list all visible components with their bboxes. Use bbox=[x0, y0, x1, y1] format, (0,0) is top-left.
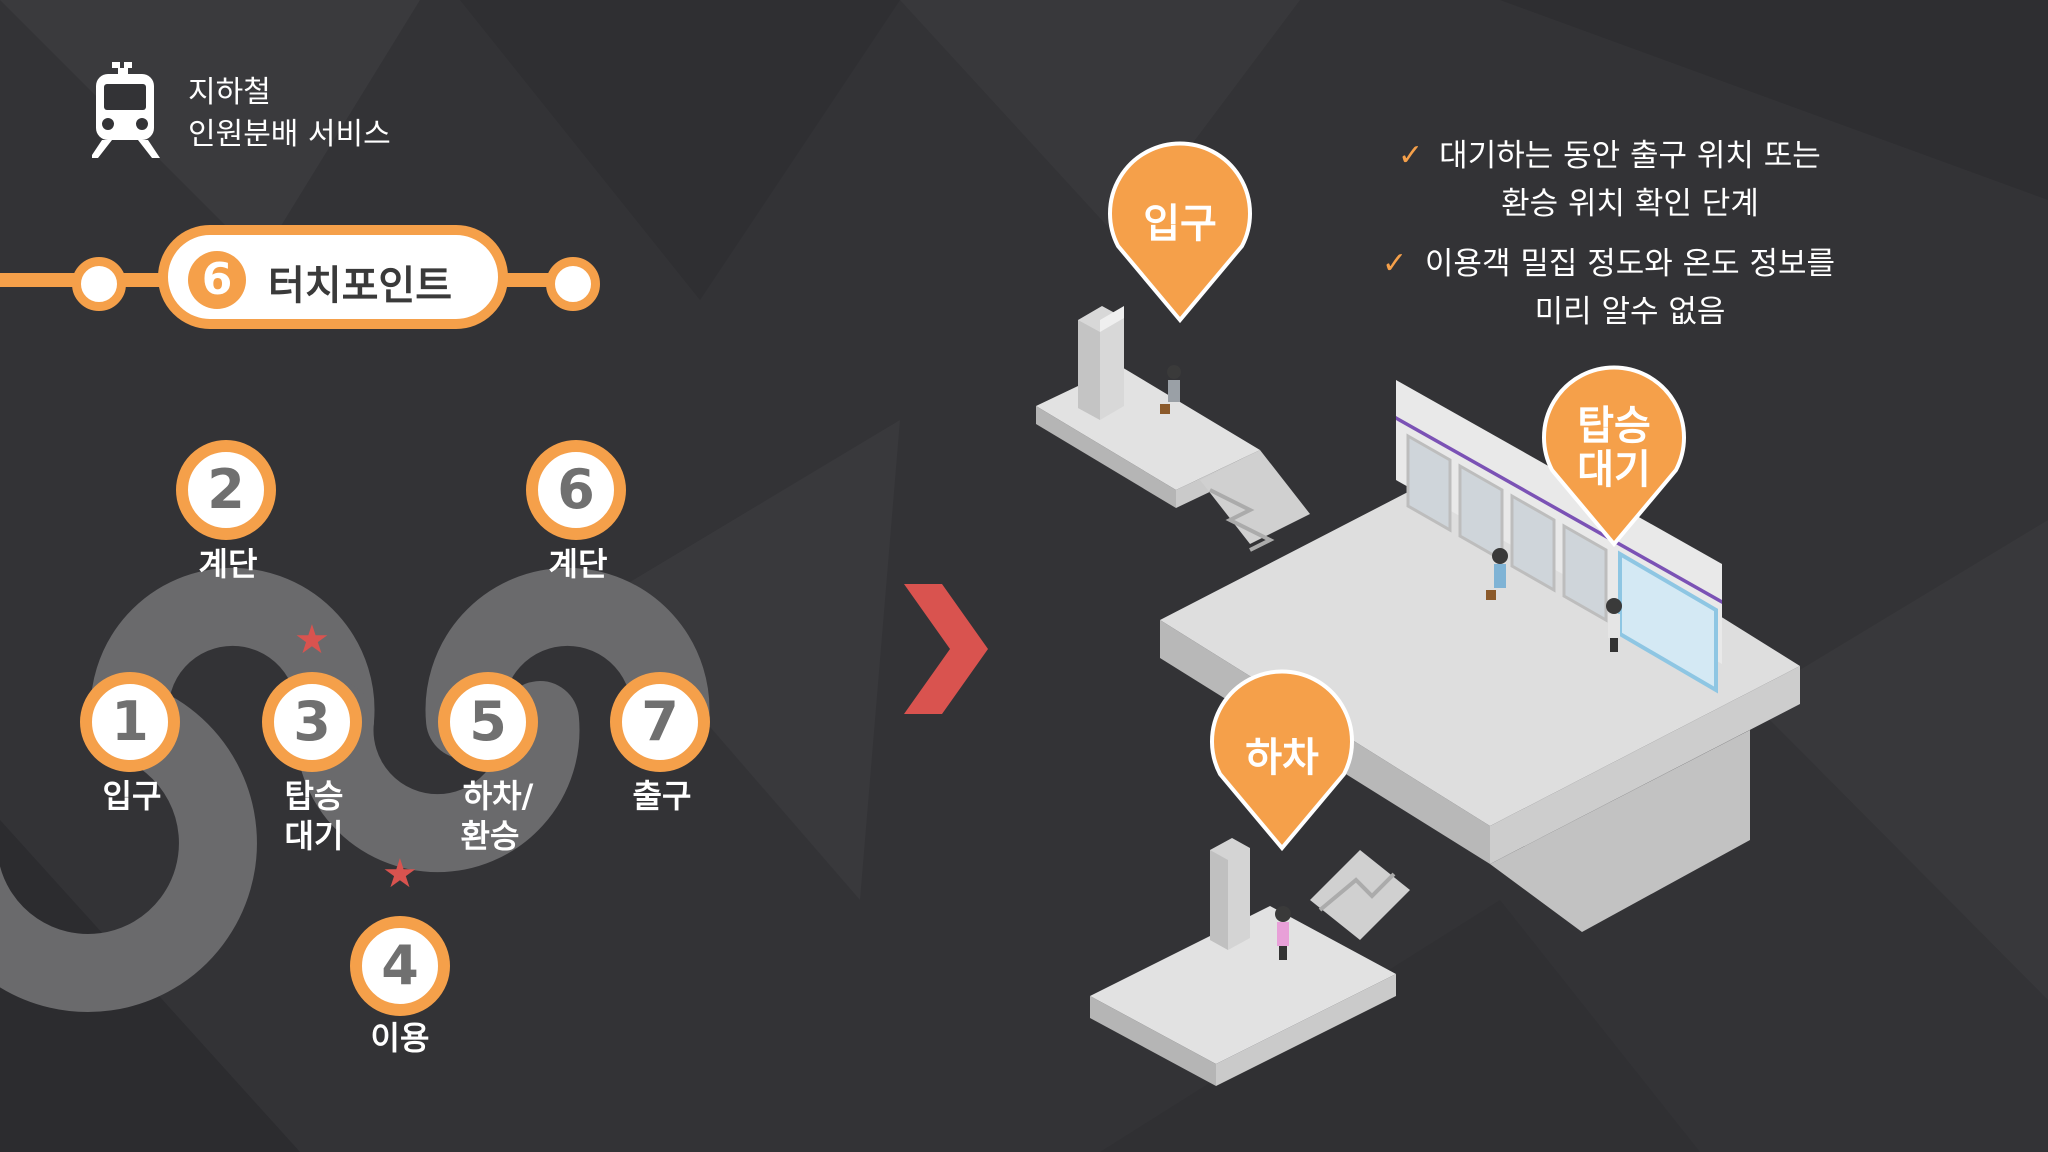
step-label-4: 이용 bbox=[370, 1019, 430, 1057]
check-icon: ✓ bbox=[1398, 138, 1424, 173]
step-circle-5: 5 bbox=[438, 672, 538, 772]
brand-header: 지하철 인원분배 서비스 bbox=[92, 62, 472, 162]
person-icon bbox=[1606, 598, 1622, 652]
step-circle-3: 3 bbox=[262, 672, 362, 772]
step-circle-6: 6 bbox=[526, 440, 626, 540]
star-icon: ★ bbox=[294, 617, 330, 663]
brand-title-line1: 지하철 bbox=[188, 75, 271, 110]
touchpoint-title: 터치포인트 bbox=[268, 263, 452, 309]
journey-flow: 1 입구 2 계단 3 탑승 대기 4 이용 5 하차/ 환승 6 계단 7 출… bbox=[0, 420, 780, 1080]
connector-dot bbox=[546, 257, 600, 311]
boarding-pin-label-line1: 탑승 bbox=[1577, 403, 1651, 449]
step-circle-2: 2 bbox=[176, 440, 276, 540]
step-label-5-line2: 환승 bbox=[460, 817, 520, 855]
entrance-pin bbox=[1108, 141, 1252, 324]
step-label-7: 출구 bbox=[632, 777, 692, 815]
person-icon bbox=[1486, 548, 1508, 600]
chevron-right-icon bbox=[904, 584, 988, 714]
step-circle-4: 4 bbox=[350, 916, 450, 1016]
flow-path bbox=[0, 567, 710, 1012]
alight-pin-label: 하차 bbox=[1245, 735, 1319, 781]
boarding-pin bbox=[1542, 365, 1686, 548]
alight-pin bbox=[1210, 669, 1354, 852]
step-circle-1: 1 bbox=[80, 672, 180, 772]
note-1-line2: 환승 위치 확인 단계 bbox=[1501, 186, 1759, 222]
step-label-2: 계단 bbox=[198, 545, 258, 583]
note-2-line2: 미리 알수 없음 bbox=[1534, 294, 1726, 330]
step-circle-7: 7 bbox=[610, 672, 710, 772]
person-icon bbox=[1160, 365, 1181, 414]
exit-platform bbox=[1090, 838, 1410, 1086]
insight-notes: ✓ 대기하는 동안 출구 위치 또는 환승 위치 확인 단계 ✓ 이용객 밀집 … bbox=[1370, 132, 1890, 336]
boarding-pin-label-line2: 대기 bbox=[1577, 447, 1651, 493]
touchpoint-number: 6 bbox=[188, 251, 246, 309]
person-icon bbox=[1275, 906, 1291, 960]
main-platform bbox=[1160, 380, 1800, 932]
train-icon bbox=[92, 62, 160, 158]
touchpoint-pill: 6 터치포인트 bbox=[158, 225, 508, 329]
step-label-1: 입구 bbox=[102, 777, 162, 815]
note-1-line1: 대기하는 동안 출구 위치 또는 bbox=[1439, 138, 1821, 174]
step-label-6: 계단 bbox=[548, 545, 608, 583]
touchpoint-header: 6 터치포인트 bbox=[0, 220, 610, 340]
note-1: ✓ 대기하는 동안 출구 위치 또는 환승 위치 확인 단계 bbox=[1370, 132, 1890, 228]
star-icon: ★ bbox=[382, 851, 418, 897]
step-label-3-line1: 탑승 bbox=[284, 777, 344, 815]
note-2-line1: 이용객 밀집 정도와 온도 정보를 bbox=[1424, 246, 1836, 282]
entrance-pin-label: 입구 bbox=[1143, 201, 1217, 247]
connector-dot bbox=[72, 257, 126, 311]
stairs bbox=[1200, 450, 1310, 552]
station-illustration bbox=[1036, 141, 1800, 1086]
note-2: ✓ 이용객 밀집 정도와 온도 정보를 미리 알수 없음 bbox=[1370, 240, 1890, 336]
check-icon: ✓ bbox=[1382, 246, 1408, 281]
brand-title-line2: 인원분배 서비스 bbox=[188, 117, 391, 152]
step-label-5-line1: 하차/ bbox=[462, 777, 534, 815]
step-label-3-line2: 대기 bbox=[284, 817, 344, 855]
